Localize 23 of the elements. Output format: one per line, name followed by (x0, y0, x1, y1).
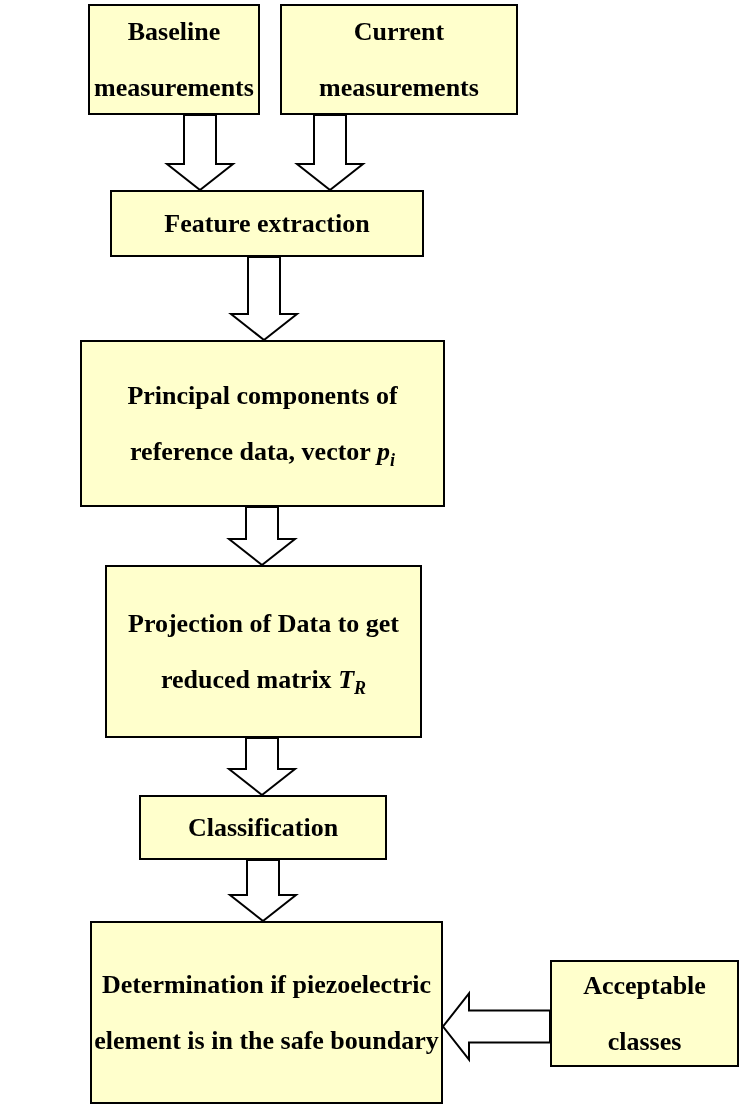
process-box (139, 795, 387, 860)
block-arrow (164, 114, 236, 192)
result-box (90, 921, 443, 1104)
input-box (550, 960, 739, 1067)
process-box (80, 340, 445, 507)
block-arrow (227, 859, 299, 923)
block-arrow (228, 256, 300, 342)
box-label: Determination if piezoelectric element is in the safe boundary (93, 968, 440, 1057)
box-label: Projection of Data to get reduced matrix T$_{R}$ (127, 607, 400, 700)
process-box (110, 190, 424, 257)
box-label: Baseline measurements (93, 15, 255, 104)
box-label: Principal components of reference data, vector p$_{i}$ (126, 379, 399, 472)
block-arrow (441, 990, 551, 1063)
block-arrow (226, 737, 298, 797)
block-arrow (294, 114, 366, 192)
box-label: Acceptable classes (582, 969, 707, 1058)
input-box (88, 4, 260, 115)
process-box (105, 565, 422, 738)
box-label: Feature extraction (164, 207, 370, 240)
block-arrow (226, 506, 298, 567)
box-label: Classification (187, 811, 339, 844)
input-box (280, 4, 518, 115)
box-label: Current measurements (318, 15, 480, 104)
